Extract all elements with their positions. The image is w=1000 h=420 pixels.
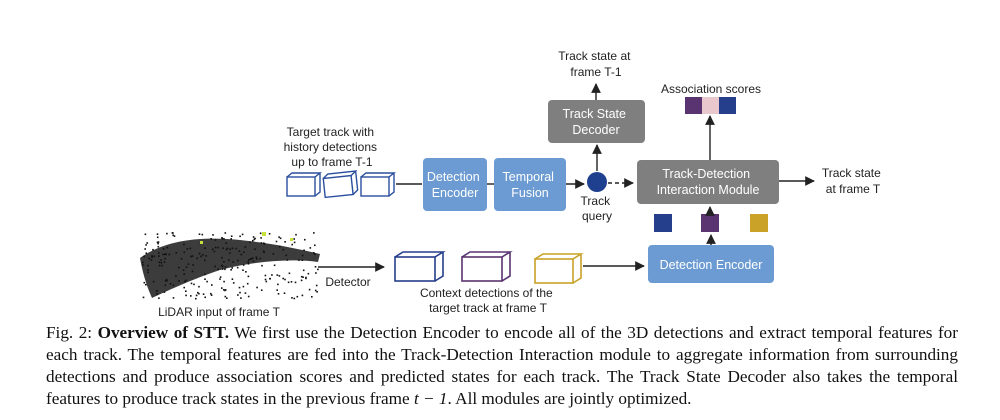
svg-text:Track State Decoder: Track State Decoder <box>563 107 630 137</box>
detection-feature-squares <box>654 214 768 232</box>
context-detection-boxes <box>394 251 584 284</box>
feature-square-purple <box>701 214 719 232</box>
caption-math: t − 1 <box>413 389 448 408</box>
track-state-prev-label: Track state at frame T-1 <box>558 49 634 79</box>
history-box-2 <box>322 170 359 199</box>
caption-fig-label: Fig. 2: <box>46 323 93 342</box>
detection-encoder-bottom: Detection Encoder <box>648 245 774 283</box>
temporal-fusion-module: Temporal Fusion <box>494 158 566 211</box>
association-score-squares <box>685 97 736 114</box>
lidar-label: LiDAR input of frame T <box>158 305 280 319</box>
stt-diagram: Target track with history detections up … <box>140 49 884 319</box>
context-detections-label: Context detections of the target track a… <box>420 286 556 315</box>
history-detection-boxes <box>286 170 396 199</box>
context-box-navy <box>394 251 446 282</box>
svg-text:Temporal Fusion: Temporal Fusion <box>503 170 558 200</box>
history-box-1 <box>286 172 322 197</box>
interaction-module: Track-Detection Interaction Module <box>637 160 779 204</box>
context-box-purple <box>461 251 513 282</box>
svg-text:Track-Detection Interact: Track-Detection Interaction Module <box>657 167 760 197</box>
score-square-2 <box>702 97 719 114</box>
target-track-label: Target track with history detections up … <box>284 125 381 169</box>
track-query-dot <box>587 172 607 192</box>
detection-encoder-top: Detection Encoder <box>423 158 487 211</box>
feature-square-navy <box>654 214 672 232</box>
track-state-decoder: Track State Decoder <box>548 100 645 143</box>
context-box-gold <box>534 253 584 284</box>
caption-text-1: We first use the Detection Encoder to en… <box>46 323 959 408</box>
feature-square-gold <box>750 214 768 232</box>
caption-title: Overview of STT. <box>97 323 230 342</box>
score-square-1 <box>685 97 702 114</box>
svg-text:Detection Encoder: Detection Encoder <box>427 170 483 200</box>
track-state-now-label: Track state at frame T <box>822 166 884 196</box>
history-box-3 <box>360 172 396 197</box>
detector-label: Detector <box>325 275 370 289</box>
svg-text:Detection Encoder: Detection Encoder <box>660 258 763 272</box>
caption-text-2: . All modules are jointly optimized. <box>447 389 692 408</box>
track-query-label: Track query <box>581 194 614 223</box>
figure-caption: Fig. 2: Overview of STT. We first use th… <box>46 322 958 410</box>
association-scores-label: Association scores <box>661 82 761 96</box>
lidar-point-cloud <box>140 232 320 300</box>
score-square-3 <box>719 97 736 114</box>
